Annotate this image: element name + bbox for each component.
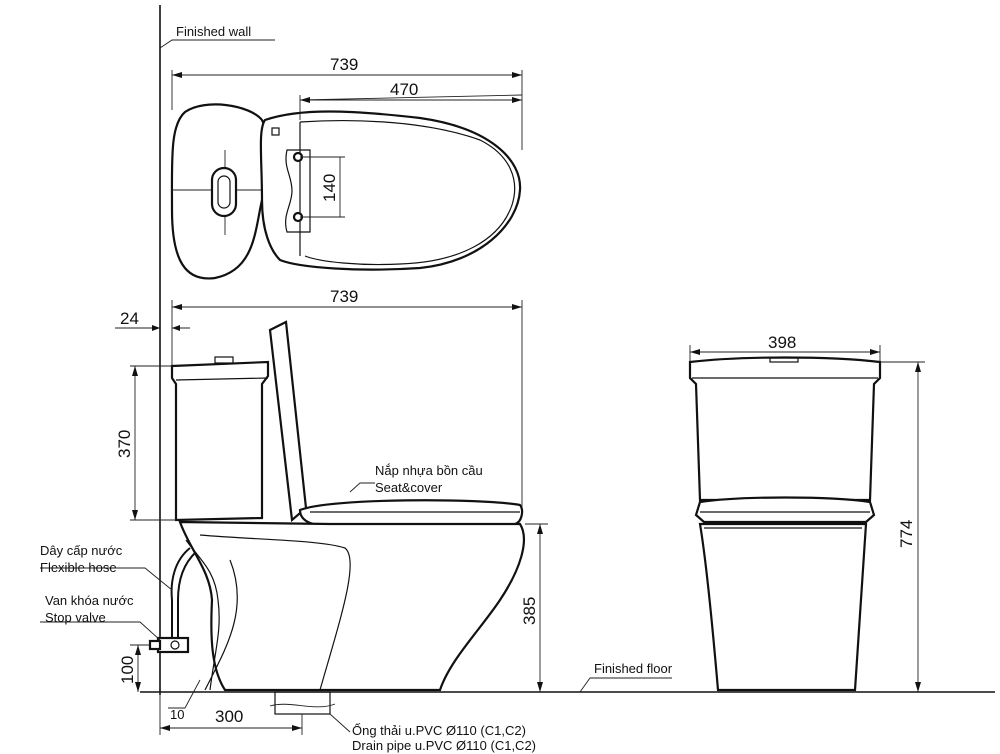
valve-label-vn: Van khóa nước: [45, 593, 134, 608]
drain-pipe: [274, 691, 331, 715]
dim-seat-height: 385: [520, 597, 539, 625]
dim-bolt-spacing: 140: [320, 174, 339, 202]
tank-side: [170, 360, 270, 522]
dim-tank-height: 370: [115, 430, 134, 458]
seat-lid-side: [268, 320, 308, 523]
seat-side: [298, 499, 524, 528]
dim-valve-height: 100: [118, 656, 137, 684]
dim-total-height: 774: [897, 520, 916, 548]
dim-small-offset: 10: [170, 707, 184, 722]
flush-button-icon: [210, 166, 238, 218]
seat-front: [694, 496, 876, 524]
hose-label-vn: Dây cấp nước: [40, 543, 123, 558]
dim-top-seat: 470: [390, 80, 418, 99]
side-view: 739 24 370: [115, 287, 995, 735]
drain-label-vn: Ống thải u.PVC Ø110 (C1,C2): [352, 723, 526, 738]
dim-top-length: 739: [330, 55, 358, 74]
dim-side-length: 739: [330, 287, 358, 306]
floor-label: Finished floor: [594, 661, 673, 676]
tank-front: [688, 356, 882, 502]
bowl-front: [698, 522, 868, 692]
dim-wall-gap: 24: [120, 309, 139, 328]
stop-valve-icon: [156, 636, 190, 654]
finished-wall-label: Finished wall: [176, 24, 251, 39]
seat-label-en: Seat&cover: [375, 480, 443, 495]
callouts: Nắp nhựa bồn cầu Seat&cover Dây cấp nước…: [40, 463, 673, 753]
seat-label-vn: Nắp nhựa bồn cầu: [375, 463, 483, 478]
front-view: 398 774: [688, 333, 925, 692]
drain-label-en: Drain pipe u.PVC Ø110 (C1,C2): [352, 738, 536, 753]
valve-label-en: Stop valve: [45, 610, 106, 625]
dim-front-width: 398: [768, 333, 796, 352]
dim-rough-in: 300: [215, 707, 243, 726]
top-view: 140 739 470: [170, 55, 523, 280]
seat-top-outline: [259, 110, 522, 271]
hose-label-en: Flexible hose: [40, 560, 117, 575]
bowl-side: [178, 520, 525, 692]
